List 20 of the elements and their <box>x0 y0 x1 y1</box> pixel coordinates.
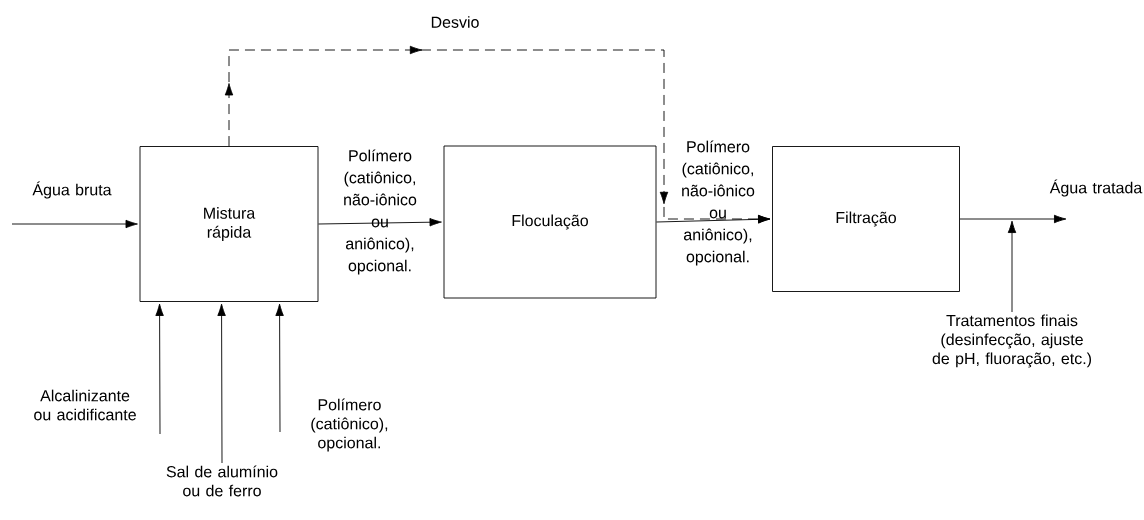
arrow <box>217 303 226 464</box>
edge-label: Água tratada <box>1049 179 1143 197</box>
edge-label: Desvio <box>431 16 479 28</box>
arrow <box>224 45 771 224</box>
edge-label: Polímero (catiônico, não-iônico ou aniônico), opcional. <box>682 140 755 266</box>
process-box: Floculação <box>443 145 657 299</box>
input-label: Sal de alumínio ou de ferro <box>166 465 278 497</box>
input-label: Alcalinizante ou acidificante <box>34 389 136 421</box>
edge-label: Água bruta <box>32 181 112 199</box>
process-box: Mistura rápida <box>139 146 319 302</box>
input-label: Polímero (catiônico), opcional. <box>311 398 388 452</box>
input-label: Tratamentos finais (desinfecção, ajuste de pH, fluoração, etc.) <box>932 314 1091 368</box>
arrow <box>155 303 164 435</box>
arrow <box>318 218 442 227</box>
process-box: Filtração <box>772 146 960 292</box>
arrow <box>959 214 1067 224</box>
arrow <box>275 303 284 433</box>
arrow <box>1007 220 1017 313</box>
arrow <box>11 219 138 229</box>
edge-label: Polímero (catiônico, não-iônico ou aniônico), opcional. <box>344 149 417 275</box>
